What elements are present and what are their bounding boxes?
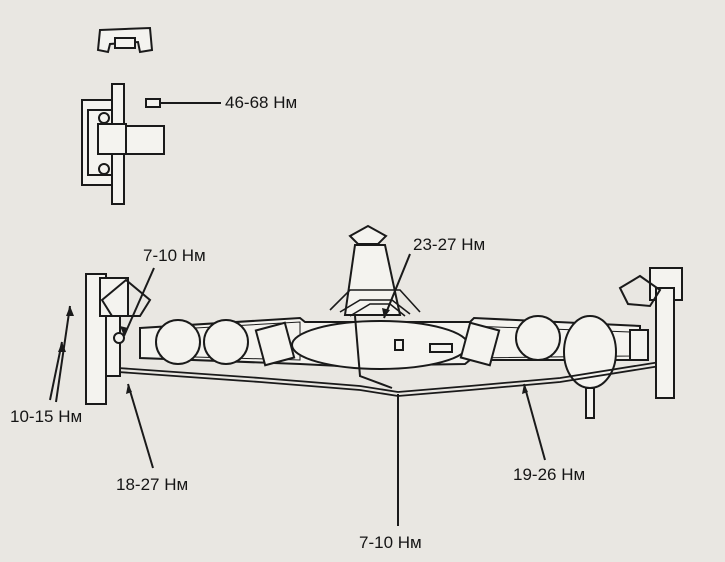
wheel-hub-assembly	[81, 83, 165, 205]
torque-label-right-lower: 19-26 Нм	[513, 465, 586, 484]
right-brake-assembly	[618, 267, 683, 399]
hub-nut	[145, 98, 161, 108]
torque-label-center-bottom: 7-10 Нм	[359, 533, 422, 552]
brake-caliper-bracket	[96, 26, 154, 54]
leader-arrowheads	[58, 306, 528, 394]
torque-label-hub-nut: 46-68 Нм	[225, 93, 298, 112]
differential-housing	[254, 224, 501, 389]
torque-label-left-lower: 18-27 Нм	[116, 475, 189, 494]
torque-label-left-upper: 7-10 Нм	[143, 246, 206, 265]
torque-label-center-top: 23-27 Нм	[413, 235, 486, 254]
left-brake-assembly	[85, 273, 152, 405]
brake-lines	[329, 289, 421, 317]
torque-label-left-side: 10-15 Нм	[10, 407, 83, 426]
leader-lines	[49, 253, 546, 526]
